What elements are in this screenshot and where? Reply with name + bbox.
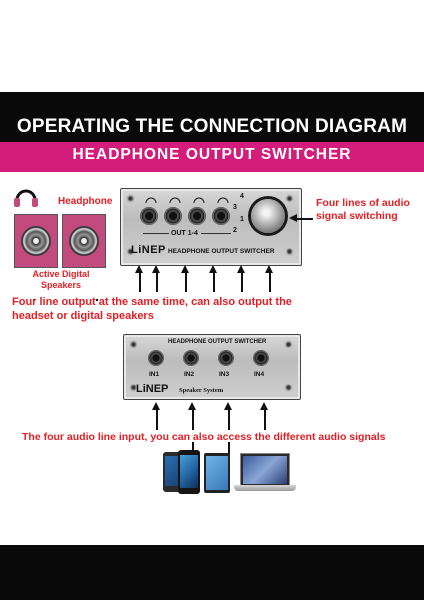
divider	[201, 233, 231, 234]
switching-label-line-1: Four lines of audio	[316, 197, 410, 209]
input-label-2: IN2	[184, 371, 195, 378]
screw-icon	[126, 194, 135, 203]
selector-number-3: 3	[233, 204, 237, 211]
headphone-symbols	[145, 197, 229, 204]
switching-label-line-2: signal switching	[316, 210, 398, 222]
footer-bar	[0, 545, 424, 600]
input-device-header: HEADPHONE OUTPUT SWITCHER	[168, 339, 267, 345]
input-jack-3[interactable]	[218, 350, 234, 366]
switching-label: Four lines of audio signal switching	[316, 197, 410, 223]
screw-icon	[126, 247, 135, 256]
arrow-head-icon	[265, 265, 273, 273]
output-jack-3[interactable]	[188, 207, 206, 225]
input-jack-4[interactable]	[253, 350, 269, 366]
laptop-screen	[243, 456, 287, 484]
arrow-head-icon	[152, 402, 160, 410]
brand-logo: LiNEP	[131, 244, 166, 256]
arrow-line	[269, 272, 271, 292]
arrow-head-icon	[224, 402, 232, 410]
out-label: OUT 1-4	[171, 230, 198, 237]
screw-icon	[284, 383, 293, 392]
speakers-label-line-2: Speakers	[40, 280, 82, 290]
output-caption: Four line output at the same time, can a…	[12, 295, 292, 323]
speaker-cone-icon	[21, 226, 51, 256]
input-jack-2[interactable]	[183, 350, 199, 366]
output-jack-4[interactable]	[212, 207, 230, 225]
input-label-4: IN4	[254, 371, 265, 378]
output-caption-line-2: headset or digital speakers	[12, 310, 154, 322]
speakers-label-line-1: Active Digital	[32, 269, 90, 279]
input-switcher-device: HEADPHONE OUTPUT SWITCHER IN1 IN2 IN3 IN…	[123, 334, 301, 400]
arrow-head-icon	[260, 402, 268, 410]
output-jack-2[interactable]	[164, 207, 182, 225]
arrow-line	[213, 272, 215, 292]
arrow-line	[228, 442, 230, 454]
speaker-cone-icon	[69, 226, 99, 256]
arrow-head-icon	[152, 265, 160, 273]
arrow-line	[185, 272, 187, 292]
screw-icon	[284, 340, 293, 349]
selector-number-1: 1	[240, 216, 244, 223]
speaker-left	[14, 214, 58, 268]
subtitle-bar	[0, 142, 424, 172]
divider	[143, 233, 169, 234]
switching-arrow-head	[289, 214, 297, 222]
input-label-3: IN3	[219, 371, 230, 378]
screw-icon	[129, 383, 138, 392]
arrow-head-icon	[188, 402, 196, 410]
laptop-base	[234, 485, 296, 491]
screw-icon	[285, 247, 294, 256]
output-jack-1[interactable]	[140, 207, 158, 225]
arrow-line	[264, 408, 266, 430]
output-switcher-device: OUT 1-4 LiNEP HEADPHONE OUTPUT SWITCHER …	[120, 188, 302, 266]
selector-knob[interactable]	[251, 199, 285, 233]
selector-number-4: 4	[240, 193, 244, 200]
page-title: OPERATING THE CONNECTION DIAGRAM	[16, 116, 408, 137]
screw-icon	[285, 194, 294, 203]
headphone-icon	[14, 189, 38, 207]
arrow-line	[139, 272, 141, 292]
arrow-head-icon	[181, 265, 189, 273]
brand-logo: LiNEP	[136, 383, 169, 395]
arrow-line	[192, 442, 194, 454]
sub-brand: Speaker System	[179, 387, 224, 394]
arrow-line	[241, 272, 243, 292]
output-caption-line-1: Four line output at the same time, can a…	[12, 296, 292, 308]
input-caption: The four audio line input, you can also …	[22, 431, 386, 443]
arrow-head-icon	[237, 265, 245, 273]
screw-icon	[129, 340, 138, 349]
arrow-head-icon	[135, 265, 143, 273]
headphone-label: Headphone	[58, 196, 113, 207]
speakers-label: Active Digital Speakers	[14, 269, 108, 291]
tablet-screen	[206, 456, 228, 490]
input-label-1: IN1	[149, 371, 160, 378]
selector-number-2: 2	[233, 227, 237, 234]
arrow-line	[228, 408, 230, 430]
arrow-line	[192, 408, 194, 430]
input-jack-1[interactable]	[148, 350, 164, 366]
model-label: HEADPHONE OUTPUT SWITCHER	[168, 248, 275, 255]
tablet-device	[204, 453, 230, 493]
smartphone-device	[178, 450, 200, 494]
title-bar	[0, 92, 424, 142]
arrow-line	[33, 299, 35, 301]
switching-arrow-line	[295, 218, 313, 220]
smartphone-screen	[180, 455, 198, 488]
arrow-head-icon	[209, 265, 217, 273]
speaker-right	[62, 214, 106, 268]
phone-screen	[165, 456, 182, 486]
page-subtitle: HEADPHONE OUTPUT SWITCHER	[72, 146, 352, 163]
arrow-line	[156, 408, 158, 430]
arrow-line	[96, 299, 98, 301]
laptop-device	[240, 453, 290, 487]
arrow-line	[156, 272, 158, 292]
